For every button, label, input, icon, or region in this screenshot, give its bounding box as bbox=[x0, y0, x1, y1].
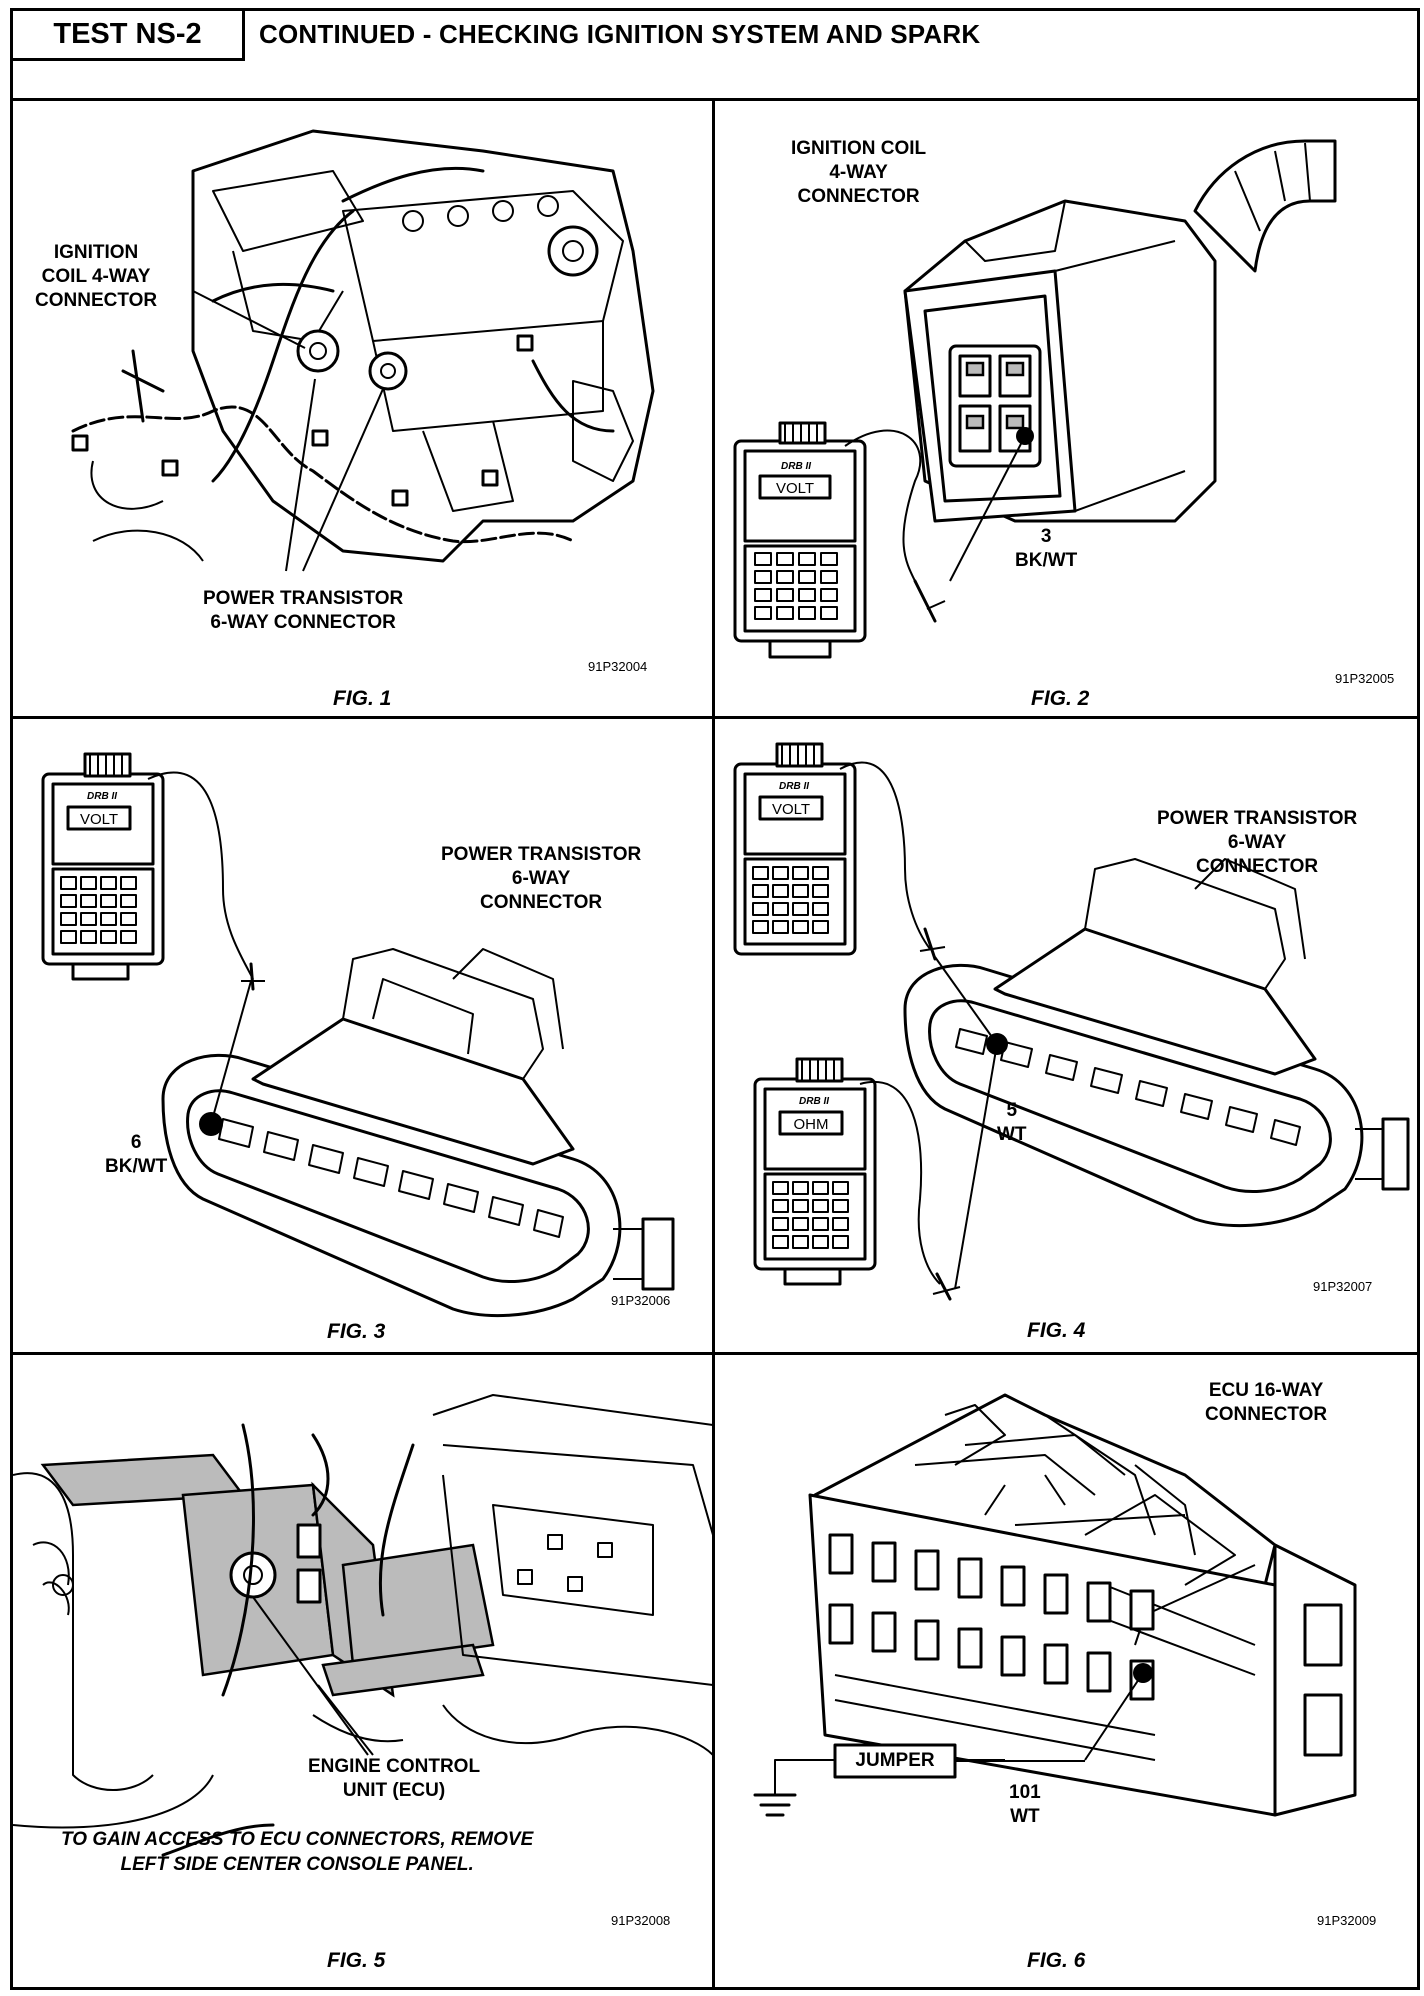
power-transistor-illustration: VOLT DRB II bbox=[41, 752, 675, 1318]
meter-mode: VOLT bbox=[772, 801, 810, 818]
pin-label: 6 BK/WT bbox=[105, 1131, 167, 1179]
figure-grid: IGNITION COIL 4-WAY CONNECTOR POWER TRAN… bbox=[13, 101, 1417, 1987]
label-line: ECU 16-WAY bbox=[1208, 1380, 1324, 1401]
ecu-connector-illustration bbox=[753, 1393, 1357, 1817]
ecu-label: ENGINE CONTROL UNIT (ECU) bbox=[308, 1755, 480, 1803]
figure-code: 91P32009 bbox=[1317, 1913, 1377, 1928]
label-line: UNIT (ECU) bbox=[342, 1780, 446, 1801]
figure-1-panel: IGNITION COIL 4-WAY CONNECTOR POWER TRAN… bbox=[13, 101, 715, 719]
figure-caption: FIG. 1 bbox=[333, 687, 392, 710]
access-note: TO GAIN ACCESS TO ECU CONNECTORS, REMOVE… bbox=[61, 1827, 533, 1877]
label-line: 6-WAY bbox=[1227, 832, 1287, 853]
pin-number: 5 bbox=[1006, 1100, 1018, 1121]
connector-cavities bbox=[218, 1118, 564, 1238]
figure-caption: FIG. 2 bbox=[1031, 687, 1090, 710]
test-id-box: TEST NS-2 bbox=[13, 11, 245, 61]
meter-mode: VOLT bbox=[80, 811, 118, 828]
figure-caption: FIG. 3 bbox=[327, 1320, 386, 1343]
label-line: IGNITION COIL bbox=[791, 138, 927, 159]
label-line: POWER TRANSISTOR bbox=[1157, 808, 1358, 829]
label-line: CONNECTOR bbox=[480, 892, 603, 913]
label-line: POWER TRANSISTOR bbox=[441, 844, 642, 865]
pin-label: 5 WT bbox=[997, 1099, 1027, 1147]
label-line: CONNECTOR bbox=[1205, 1404, 1328, 1425]
meter-brand: DRB II bbox=[781, 461, 811, 472]
meter-keypad bbox=[754, 552, 838, 620]
label-line: POWER TRANSISTOR bbox=[203, 588, 404, 609]
power-transistor-label: POWER TRANSISTOR 6-WAY CONNECTOR bbox=[203, 587, 403, 635]
wire-color: WT bbox=[997, 1124, 1027, 1145]
ecu-connector-title: ECU 16-WAY CONNECTOR bbox=[1205, 1379, 1327, 1427]
figure-code: 91P32006 bbox=[611, 1293, 671, 1308]
figure-caption: FIG. 6 bbox=[1027, 1949, 1086, 1972]
label-line: 6-WAY CONNECTOR bbox=[210, 612, 396, 633]
figure-2-panel: VOLT DRB II IGNITION COIL 4-WAY CONNECTO… bbox=[715, 101, 1417, 719]
label-line: 6-WAY bbox=[511, 868, 571, 889]
page-header: TEST NS-2 CONTINUED - CHECKING IGNITION … bbox=[13, 11, 1417, 101]
power-transistor-title: POWER TRANSISTOR 6-WAY CONNECTOR bbox=[1157, 807, 1357, 879]
figure-4-panel: VOLT DRB II OHM DRB II bbox=[715, 719, 1417, 1355]
meter-keypad bbox=[772, 1181, 849, 1249]
label-line: CONNECTOR bbox=[1196, 856, 1319, 877]
pin-label: 3 BK/WT bbox=[1015, 525, 1077, 573]
figure-6-panel: ECU 16-WAY CONNECTOR JUMPER 101 WT 91P32… bbox=[715, 1355, 1417, 1987]
page-title: CONTINUED - CHECKING IGNITION SYSTEM AND… bbox=[259, 19, 981, 49]
label-line: IGNITION bbox=[53, 242, 139, 263]
note-line: LEFT SIDE CENTER CONSOLE PANEL. bbox=[120, 1854, 474, 1875]
wire-color: WT bbox=[1010, 1806, 1040, 1827]
wire-color: BK/WT bbox=[1015, 550, 1078, 571]
pin-number: 6 bbox=[130, 1132, 142, 1153]
meter-brand: DRB II bbox=[87, 791, 117, 802]
figure-caption: FIG. 4 bbox=[1027, 1319, 1086, 1342]
meter-mode: VOLT bbox=[776, 480, 814, 497]
figure-code: 91P32007 bbox=[1313, 1279, 1373, 1294]
meter-keypad bbox=[752, 866, 829, 934]
pin-number: 101 bbox=[1009, 1782, 1041, 1803]
note-line: TO GAIN ACCESS TO ECU CONNECTORS, REMOVE bbox=[61, 1829, 534, 1850]
label-line: ENGINE CONTROL bbox=[308, 1756, 481, 1777]
wire-color: BK/WT bbox=[105, 1156, 168, 1177]
figure-caption: FIG. 5 bbox=[327, 1949, 386, 1972]
connector-cavities bbox=[955, 1028, 1301, 1146]
figure-code: 91P32005 bbox=[1335, 671, 1395, 686]
figure-code: 91P32008 bbox=[611, 1913, 671, 1928]
pin-label: 101 WT bbox=[1009, 1781, 1041, 1829]
figure-5-panel: ENGINE CONTROL UNIT (ECU) TO GAIN ACCESS… bbox=[13, 1355, 715, 1987]
manual-page: TEST NS-2 CONTINUED - CHECKING IGNITION … bbox=[10, 8, 1420, 1990]
figure-code: 91P32004 bbox=[588, 659, 648, 674]
meter-brand: DRB II bbox=[779, 781, 809, 792]
coil-connector-label: IGNITION COIL 4-WAY CONNECTOR bbox=[35, 241, 157, 313]
label-line: 4-WAY bbox=[829, 162, 888, 183]
engine-illustration bbox=[71, 129, 655, 572]
coil-connector-title: IGNITION COIL 4-WAY CONNECTOR bbox=[791, 137, 926, 209]
jumper-label: JUMPER bbox=[855, 1750, 935, 1771]
meter-mode-ohm: OHM bbox=[794, 1116, 829, 1133]
label-line: CONNECTOR bbox=[35, 290, 158, 311]
ecu-location-illustration bbox=[13, 1394, 713, 1857]
meter-keypad bbox=[60, 876, 137, 944]
label-line: CONNECTOR bbox=[797, 186, 920, 207]
meter-brand: DRB II bbox=[799, 1096, 829, 1107]
pin-number: 3 bbox=[1040, 526, 1052, 547]
coil-connector-illustration: VOLT DRB II bbox=[733, 139, 1337, 659]
power-transistor-ohm-illustration: VOLT DRB II OHM DRB II bbox=[733, 742, 1410, 1301]
power-transistor-title: POWER TRANSISTOR 6-WAY CONNECTOR bbox=[441, 843, 641, 915]
label-line: COIL 4-WAY bbox=[41, 266, 151, 287]
figure-3-panel: VOLT DRB II bbox=[13, 719, 715, 1355]
